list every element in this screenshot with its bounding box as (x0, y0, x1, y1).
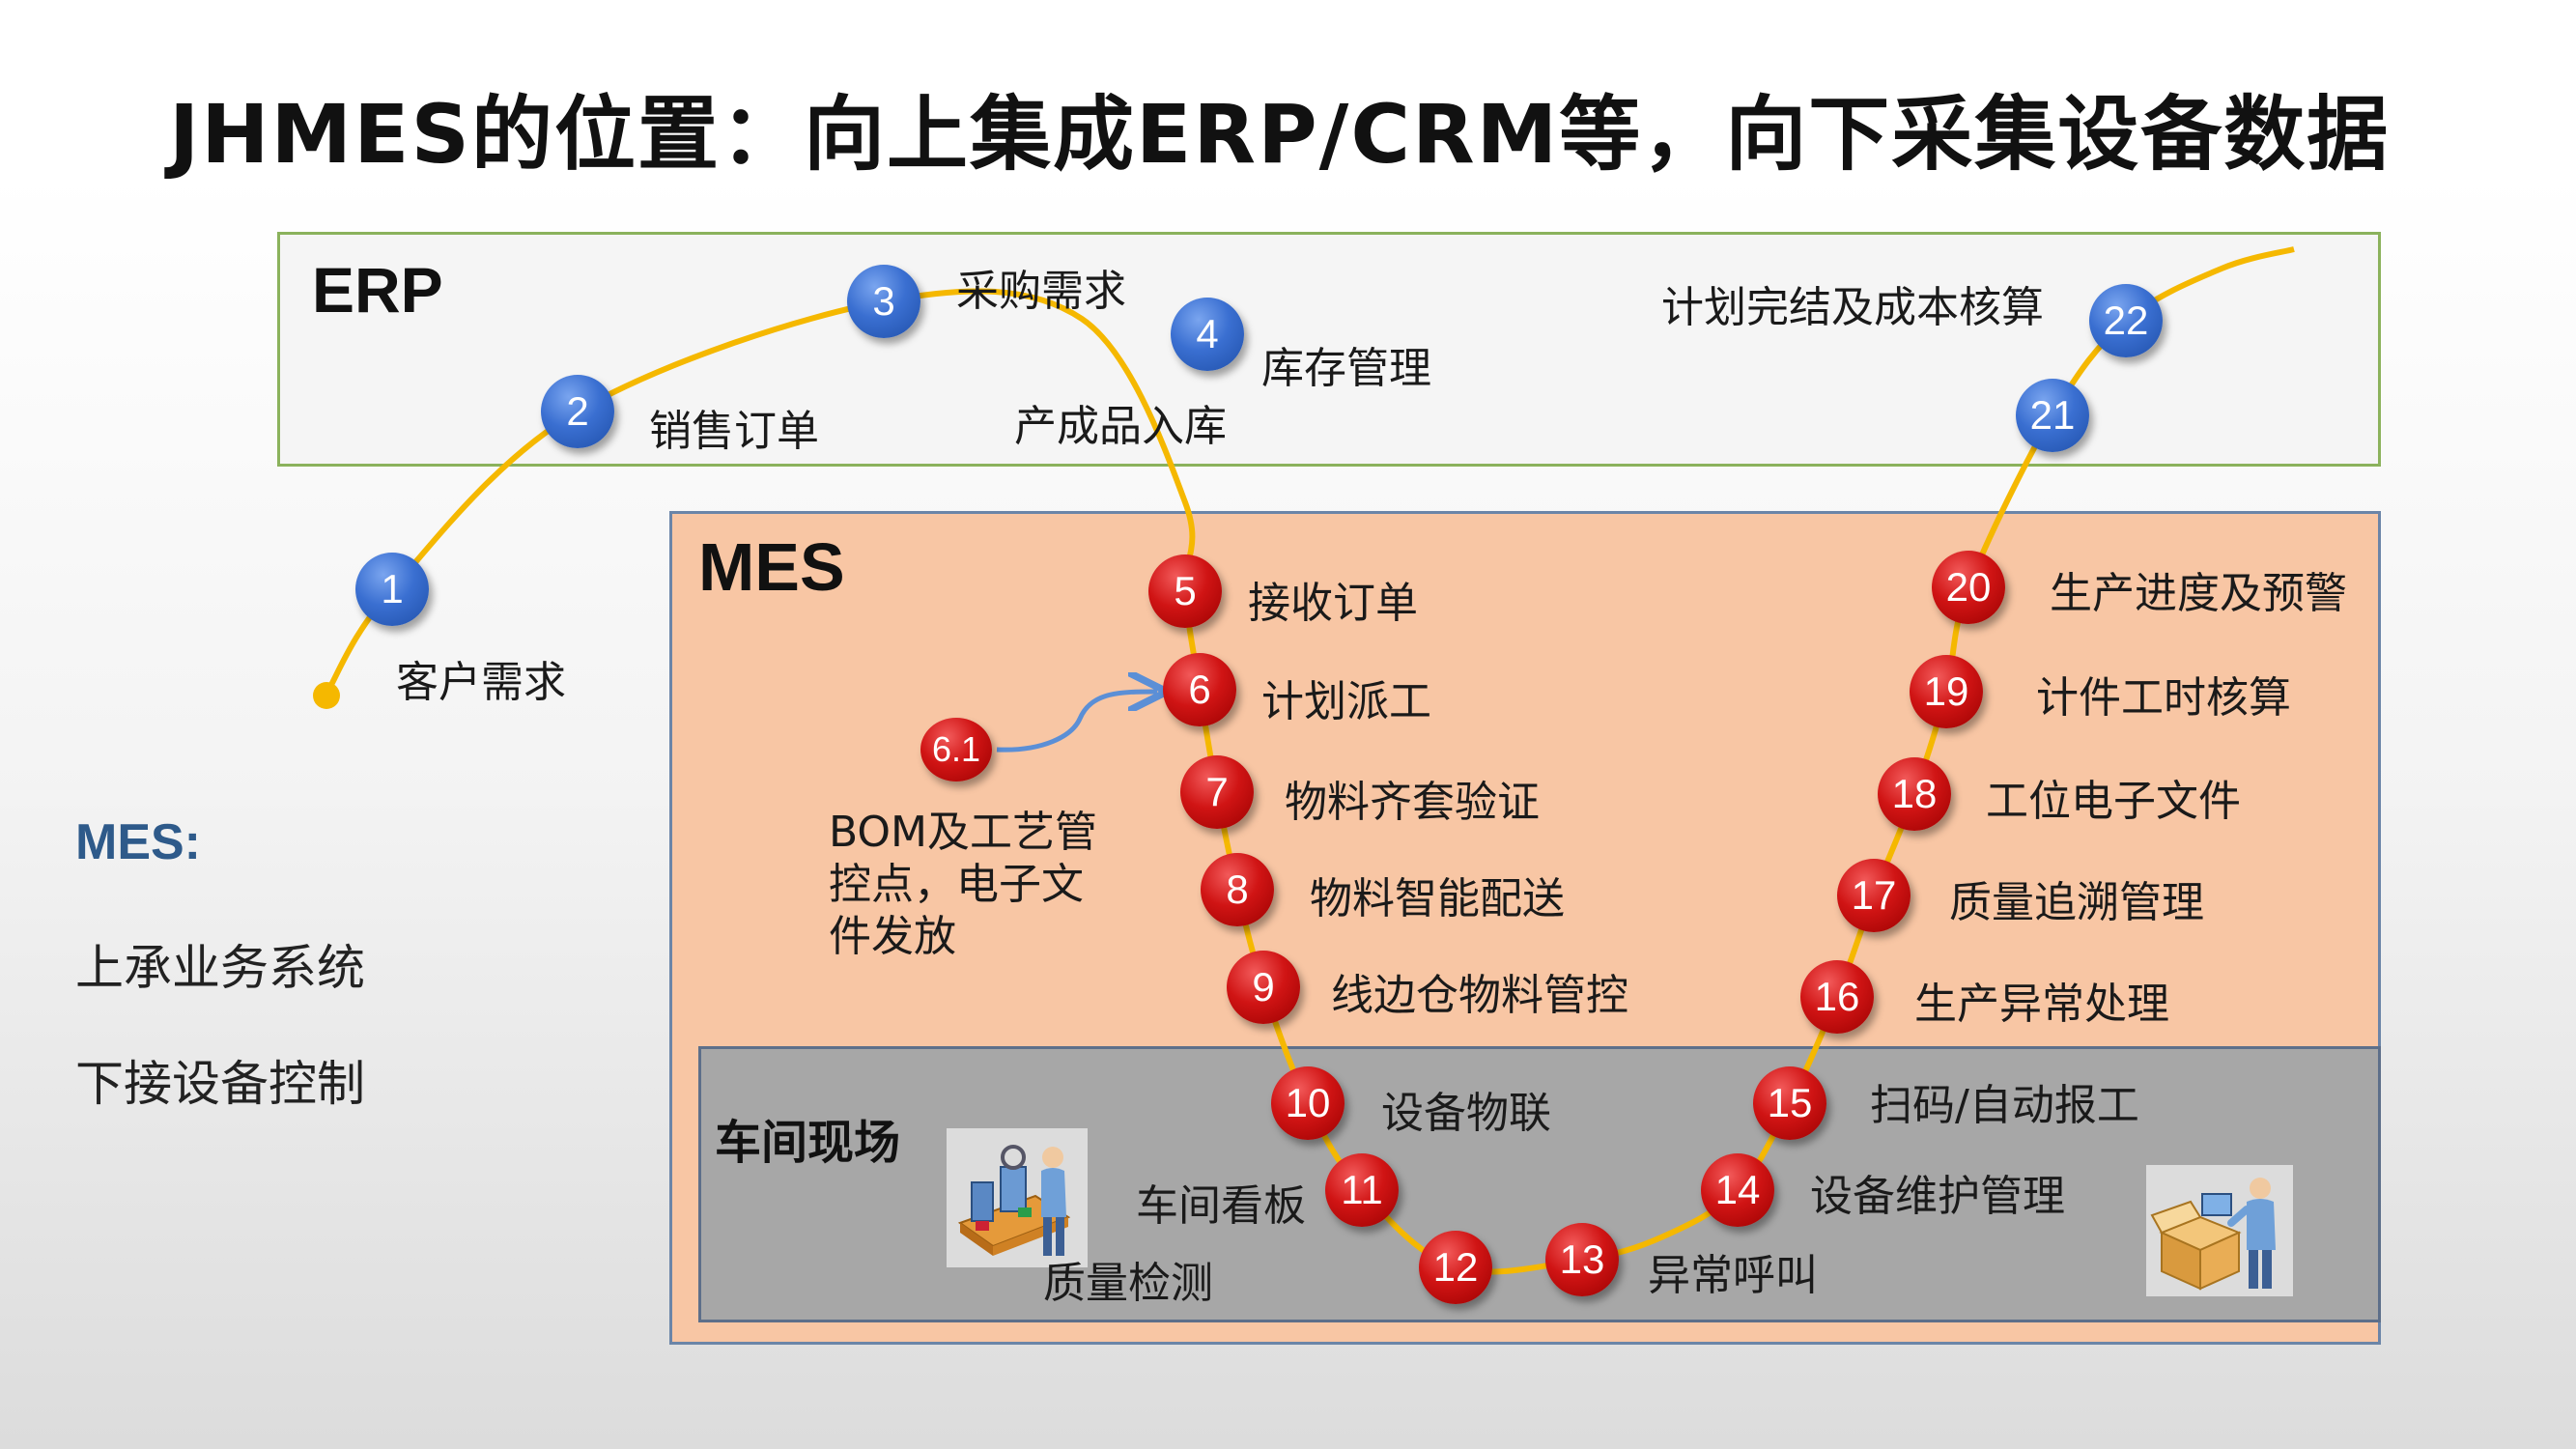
step-node-9: 9 (1227, 951, 1300, 1024)
workshop-region-label: 车间现场 (715, 1116, 901, 1170)
step-label-22: 计划完结及成本核算 (1661, 283, 2044, 332)
step-label-15: 扫码/自动报工 (1870, 1081, 2139, 1130)
step-label-20: 生产进度及预警 (2050, 569, 2347, 618)
step-node-22: 22 (2089, 284, 2163, 357)
step-label-9: 线边仓物料管控 (1331, 971, 1628, 1020)
step-node-5: 5 (1148, 554, 1222, 628)
step-node-7: 7 (1180, 755, 1254, 829)
sidebar-line-lower-equipment: 下接设备控制 (75, 1056, 365, 1112)
step-node-1: 1 (355, 553, 429, 626)
step-label-8: 物料智能配送 (1310, 874, 1565, 923)
sub-step-arrow (996, 692, 1157, 753)
step-label-10: 设备物联 (1381, 1089, 1551, 1138)
step-label-4: 库存管理 (1261, 344, 1431, 393)
step-label-13: 异常呼叫 (1648, 1251, 1818, 1300)
step-label-5: 接收订单 (1248, 579, 1418, 628)
step-label-2: 销售订单 (649, 407, 819, 456)
step-node-3: 3 (847, 265, 920, 338)
step-label-6: 计划派工 (1261, 677, 1431, 726)
flow-start-dot (313, 682, 340, 709)
sidebar-line-upper-systems: 上承业务系统 (75, 940, 365, 996)
step-label-16: 生产异常处理 (1914, 980, 2169, 1029)
step-node-16: 16 (1800, 960, 1874, 1034)
step-node-15: 15 (1753, 1066, 1826, 1140)
step-node-10: 10 (1271, 1066, 1345, 1140)
sub-step-6-1-label-line: BOM及工艺管 (829, 808, 1098, 857)
step-node-4: 4 (1171, 298, 1244, 371)
step-node-20: 20 (1932, 551, 2005, 624)
step-node-13: 13 (1545, 1223, 1619, 1296)
step-node-21: 21 (2016, 379, 2089, 452)
erp-region-label: ERP (312, 254, 443, 326)
step-label-11: 车间看板 (1136, 1181, 1306, 1231)
step-label-14: 设备维护管理 (1810, 1172, 2065, 1221)
step-node-17: 17 (1837, 859, 1911, 932)
mes-region-label: MES (698, 529, 845, 605)
step-node-6-1: 6.1 (920, 718, 992, 781)
sub-step-6-1-label-line: 件发放 (829, 912, 956, 961)
step-label-3: 采购需求 (956, 267, 1126, 316)
step-label-7: 物料齐套验证 (1285, 778, 1540, 827)
packing-worker-icon (2146, 1165, 2293, 1296)
step-label-17: 质量追溯管理 (1949, 878, 2204, 927)
sidebar-heading: MES: (75, 814, 201, 870)
step-node-12: 12 (1419, 1231, 1492, 1304)
sub-step-6-1-label-line: 控点，电子文 (829, 860, 1084, 909)
sub-step-6-1-label: BOM及工艺管 控点，电子文 件发放 (829, 807, 1097, 963)
step-label-18: 工位电子文件 (1986, 777, 2241, 826)
step-node-19: 19 (1910, 655, 1983, 728)
page-title: JHMES的位置：向上集成ERP/CRM等，向下采集设备数据 (169, 87, 2391, 182)
step-node-18: 18 (1878, 757, 1951, 831)
step-node-14: 14 (1701, 1153, 1774, 1227)
step-node-8: 8 (1201, 853, 1274, 926)
step-node-2: 2 (541, 375, 614, 448)
step-node-6: 6 (1163, 653, 1236, 726)
step-label-21: 产成品入库 (1014, 402, 1227, 451)
step-node-11: 11 (1325, 1153, 1399, 1227)
step-label-19: 计件工时核算 (2036, 673, 2291, 723)
assembly-line-worker-icon (947, 1128, 1088, 1267)
step-label-12: 质量检测 (1043, 1259, 1213, 1308)
step-label-1: 客户需求 (396, 658, 566, 707)
